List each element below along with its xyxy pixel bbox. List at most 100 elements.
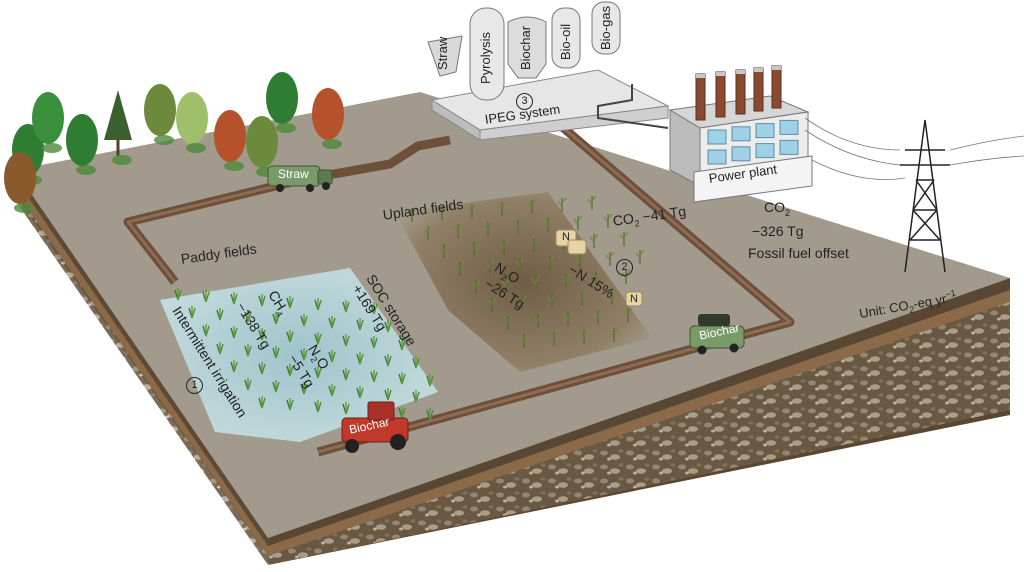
straw-label: Straw — [435, 36, 450, 70]
crop-plant — [519, 333, 529, 348]
rice-plant — [216, 308, 224, 321]
rice-plant — [258, 362, 266, 375]
rice-plant — [398, 372, 406, 385]
biochar-tractor — [341, 401, 409, 453]
tree — [32, 92, 64, 153]
crop-plant — [515, 257, 525, 272]
smokestack — [735, 69, 746, 115]
rice-plant — [216, 342, 224, 355]
rice-plant — [300, 314, 308, 327]
crop-plant — [529, 237, 539, 252]
crop-plant — [455, 261, 465, 276]
pyrolysis-label: Pyrolysis — [478, 31, 493, 84]
crop-plant — [575, 253, 585, 268]
straw-hopper — [427, 35, 463, 77]
fertilizer-bags — [555, 229, 643, 307]
rice-plant — [328, 384, 336, 397]
rice-plant — [202, 290, 210, 303]
window — [779, 119, 799, 135]
crop-plant — [531, 275, 541, 290]
straw-truck-label: Straw — [278, 167, 309, 181]
crop-plant — [547, 293, 557, 308]
rice-plant — [398, 338, 406, 351]
crop-plant — [589, 233, 599, 248]
rice-plant — [258, 294, 266, 307]
rice-plant — [398, 406, 406, 419]
rock-layer-left — [15, 190, 268, 565]
crop-plant — [497, 201, 507, 216]
crop-plant — [483, 221, 493, 236]
road-main-inner — [126, 178, 301, 283]
crop-plant — [513, 219, 523, 234]
smokestack — [695, 73, 706, 121]
crop-plant — [593, 309, 603, 324]
fossil-fuel-offset-label: Fossil fuel offset — [748, 245, 849, 261]
rice-plant — [412, 390, 420, 403]
fertilizer-n-label-2: N — [630, 293, 638, 305]
crop-plant — [557, 197, 567, 212]
tree — [176, 92, 208, 153]
crop-plant — [573, 215, 583, 230]
power-plant — [668, 65, 813, 203]
crop-plant — [499, 239, 509, 254]
crop-plant — [453, 223, 463, 238]
window — [731, 126, 751, 142]
crop-plant — [603, 213, 613, 228]
rice-plant — [258, 396, 266, 409]
ipeg-step-number: 3 — [516, 92, 533, 110]
smokestack-band — [696, 74, 705, 78]
rice-plant — [342, 334, 350, 347]
power-plant-sign-base — [693, 155, 813, 203]
pyrolysis-reactor — [469, 7, 505, 101]
power-co2-label: CO2 — [764, 199, 791, 218]
rice-plant — [356, 386, 364, 399]
rice-plant — [286, 296, 294, 309]
rice-plant — [272, 346, 280, 359]
rice-plant — [314, 400, 322, 413]
crop-plant — [587, 195, 597, 210]
smokestack — [715, 71, 726, 118]
crop-plant — [635, 249, 645, 264]
tree — [144, 84, 176, 145]
window — [755, 143, 775, 159]
rice-plant — [230, 292, 238, 305]
rice-plant — [384, 354, 392, 367]
crop-plant — [439, 243, 449, 258]
crop-plant — [561, 273, 571, 288]
rice-plant — [328, 350, 336, 363]
tree — [104, 90, 132, 165]
paddy-water — [160, 268, 438, 442]
tree — [66, 114, 98, 175]
rice-plant — [356, 352, 364, 365]
biochar-truck — [689, 314, 745, 355]
rice-plant — [174, 288, 182, 301]
rice-plant — [342, 300, 350, 313]
crop-plant — [623, 307, 633, 322]
crop-plant — [563, 311, 573, 326]
upland-plants — [407, 195, 645, 348]
rice-plant — [244, 344, 252, 357]
tree — [4, 152, 36, 213]
bio-oil-label: Bio-oil — [558, 23, 573, 60]
rice-plant — [272, 312, 280, 325]
crop-plant — [501, 277, 511, 292]
rice-plant — [342, 368, 350, 381]
ipeg-base-left — [431, 99, 481, 141]
tree — [214, 110, 246, 171]
crop-plant — [543, 217, 553, 232]
rice-plant — [328, 316, 336, 329]
crop-plant — [469, 241, 479, 256]
crop-plant — [545, 255, 555, 270]
pipe-to-power-plant — [597, 84, 669, 129]
window — [755, 123, 775, 139]
upland-step-number: 2 — [616, 258, 633, 276]
crop-plant — [549, 331, 559, 346]
rice-plant — [286, 398, 294, 411]
rice-plant — [202, 324, 210, 337]
road-upper — [299, 135, 451, 185]
topsoil-band-left — [15, 178, 268, 556]
straw-truck — [267, 165, 333, 192]
crop-plant — [577, 291, 587, 306]
crop-plant — [467, 203, 477, 218]
rice-plant — [314, 298, 322, 311]
